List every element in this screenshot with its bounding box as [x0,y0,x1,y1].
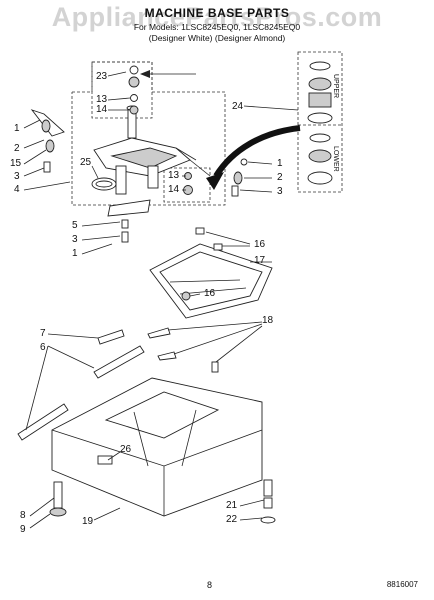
callout-16-top: 16 [254,239,266,250]
callout-2-left: 2 [14,143,20,154]
side-brackets [17,327,219,441]
document-code: 8816007 [386,580,418,589]
callout-13-upper: 13 [96,94,108,105]
tub-support-frame [149,227,273,319]
model-line: For Models: 1LSC8245EQ0, 1LSC8245EQ0 [133,22,301,32]
callout-19: 19 [82,516,94,527]
callout-2-right: 2 [277,172,283,183]
lower-kit-rings [307,133,333,185]
callout-4: 4 [14,184,20,195]
callout-3-mid: 3 [72,234,78,245]
leveling-feet [49,479,276,524]
callout-3-right: 3 [277,186,283,197]
callout-16-mid: 16 [204,288,216,299]
callout-25: 25 [80,157,92,168]
callout-6: 6 [40,342,46,353]
upper-kit-label: UPPER [332,74,339,99]
callout-13-lower: 13 [168,170,180,181]
leader-lines [23,71,299,529]
pointer-arrow [140,70,196,78]
lower-left-fasteners [121,219,129,243]
watermark: AppliancePartsPros.com [51,2,383,32]
callout-9: 9 [20,524,26,535]
lower-kit-label: LOWER [332,146,339,172]
callout-24: 24 [232,101,244,112]
callout-14-lower: 14 [168,184,180,195]
callout-18: 18 [262,315,274,326]
upper-box-parts [128,65,140,115]
callout-17: 17 [254,255,266,266]
color-line: (Designer White) (Designer Almond) [148,33,286,43]
drive-gearcase [91,105,211,217]
callout-21: 21 [226,500,238,511]
callout-8: 8 [20,510,26,521]
callout-7: 7 [40,328,46,339]
callout-1-right: 1 [277,158,283,169]
callout-5: 5 [72,220,78,231]
curved-arrow [206,125,301,190]
machine-base-cabinet [51,377,263,517]
callout-1-mid: 1 [72,248,78,259]
kit-box [297,51,343,193]
callout-26: 26 [120,444,132,455]
callout-3-left: 3 [14,171,20,182]
callout-15: 15 [10,158,22,169]
callout-1-left: 1 [14,123,20,134]
upper-kit-rings [307,61,333,124]
callout-14-upper: 14 [96,104,108,115]
page-number: 8 [207,580,213,590]
callout-22: 22 [226,514,238,525]
page-title: MACHINE BASE PARTS [144,6,290,20]
callout-23: 23 [96,71,108,82]
left-small-parts [30,109,65,173]
